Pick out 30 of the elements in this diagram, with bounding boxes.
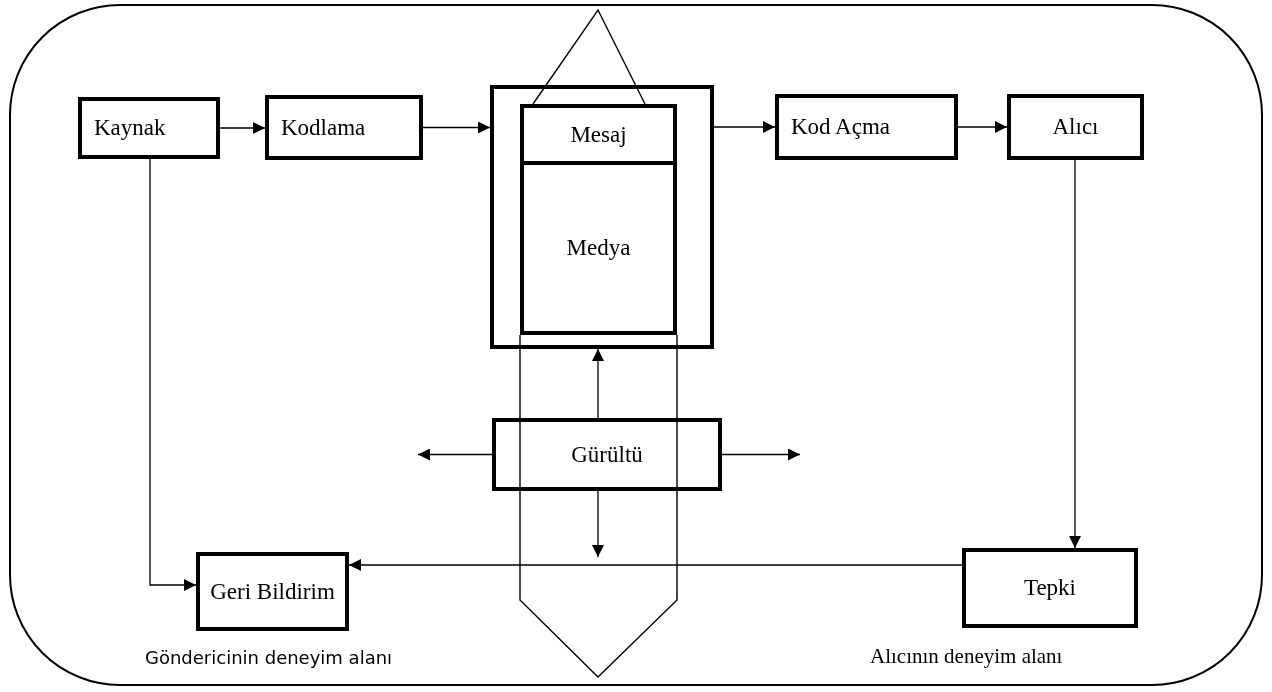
box-label: Alıcı	[1052, 114, 1099, 140]
box-label: Gürültü	[571, 441, 643, 468]
arrow	[592, 348, 604, 419]
box-label: Tepki	[1023, 575, 1076, 601]
arrow	[219, 122, 266, 134]
box-label: Geri Bildirim	[210, 578, 335, 605]
arrow	[957, 121, 1008, 133]
process-box	[78, 97, 220, 159]
arrow	[721, 448, 801, 461]
process-box	[196, 552, 349, 631]
box-label: Kaynak	[94, 115, 166, 141]
box-outline	[490, 85, 714, 349]
box-label: Kod Açma	[791, 114, 890, 140]
box-label: Mesaj	[570, 121, 627, 148]
process-box	[492, 418, 722, 491]
process-box	[265, 95, 423, 160]
process-box	[962, 548, 1138, 628]
arrow	[417, 448, 493, 461]
arrow	[713, 121, 776, 133]
arrow	[348, 559, 963, 571]
arrow	[422, 121, 491, 134]
area-caption: Alıcının deneyim alanı	[870, 644, 1063, 669]
arrow	[149, 158, 197, 591]
box-label: Medya	[566, 235, 631, 261]
area-caption: Göndericinin deneyim alanı	[145, 647, 393, 668]
arrow	[1069, 159, 1081, 549]
process-box	[1007, 94, 1144, 160]
process-box	[775, 94, 958, 160]
box-label: Kodlama	[281, 114, 366, 141]
arrow	[592, 490, 604, 558]
